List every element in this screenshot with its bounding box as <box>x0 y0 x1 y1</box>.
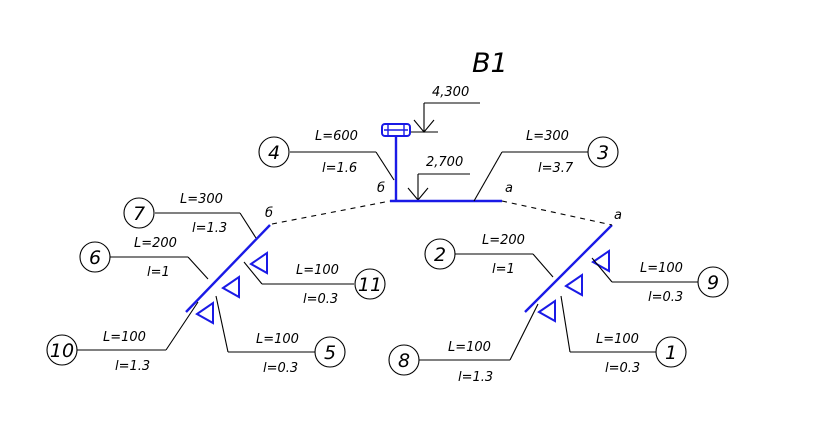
callout-1-L: L=100 <box>596 332 639 347</box>
callout-2-L: L=200 <box>482 233 525 248</box>
dashed-connector-left <box>271 200 391 225</box>
callout-4-l: l=1.6 <box>322 161 357 176</box>
callout-9: 9 L=100 l=0.3 <box>591 257 729 305</box>
callout-8-l: l=1.3 <box>458 370 493 385</box>
callout-1-number: 1 <box>665 342 677 364</box>
callout-5: 5 L=100 l=0.3 <box>215 295 346 376</box>
callout-3: 3 L=300 l=3.7 <box>473 129 619 202</box>
callout-8-L: L=100 <box>448 340 491 355</box>
callout-8: 8 L=100 l=1.3 <box>388 303 539 385</box>
callout-7-l: l=1.3 <box>192 221 227 236</box>
valve-icon <box>537 299 556 323</box>
valve-triangles-right <box>537 249 610 323</box>
callout-2-number: 2 <box>434 244 446 266</box>
valve-icon <box>249 251 268 275</box>
valve-icon <box>221 275 240 299</box>
callout-8-number: 8 <box>398 350 410 372</box>
callout-7: 7 L=300 l=1.3 <box>123 192 257 239</box>
callout-2: 2 L=200 l=1 <box>424 233 554 278</box>
branch-letter-a-upper: а <box>505 181 513 196</box>
branch-letter-b-upper: б <box>377 181 385 196</box>
callout-4-number: 4 <box>268 142 280 164</box>
callout-3-l: l=3.7 <box>538 161 574 176</box>
branch-letter-b-left: б <box>265 206 273 221</box>
callout-1: 1 L=100 l=0.3 <box>560 295 687 376</box>
level-top-label: 4,300 <box>432 85 469 100</box>
callout-5-number: 5 <box>324 342 336 364</box>
level-mark-top: 4,300 <box>410 85 480 133</box>
callout-11-l: l=0.3 <box>303 292 338 307</box>
level-main-label: 2,700 <box>426 155 463 170</box>
valve-icon <box>195 301 214 325</box>
callout-3-L: L=300 <box>526 129 569 144</box>
callout-3-number: 3 <box>597 142 609 164</box>
callout-4: 4 L=600 l=1.6 <box>258 129 395 181</box>
callout-10: 10 L=100 l=1.3 <box>46 301 199 374</box>
callout-7-L: L=300 <box>180 192 223 207</box>
callout-6: 6 L=200 l=1 <box>79 236 209 280</box>
pipe-network <box>185 136 613 313</box>
callout-6-l: l=1 <box>147 265 170 280</box>
callout-11: 11 L=100 l=0.3 <box>243 261 386 307</box>
scheme-title: B1 <box>472 48 508 79</box>
callout-4-L: L=600 <box>315 129 358 144</box>
tank-icon <box>381 123 411 137</box>
dashed-connector-right <box>501 200 613 226</box>
callout-1-l: l=0.3 <box>605 361 640 376</box>
callout-9-number: 9 <box>707 272 719 294</box>
valve-triangles-left <box>195 251 268 325</box>
callout-10-l: l=1.3 <box>115 359 150 374</box>
level-mark-main: 2,700 <box>407 155 470 201</box>
callout-11-number: 11 <box>358 274 382 296</box>
callout-11-L: L=100 <box>296 263 339 278</box>
callout-5-l: l=0.3 <box>263 361 298 376</box>
callout-2-l: l=1 <box>492 262 515 277</box>
callout-9-l: l=0.3 <box>648 290 683 305</box>
branch-letter-a-right: а <box>614 208 622 223</box>
callout-9-L: L=100 <box>640 261 683 276</box>
callout-10-number: 10 <box>50 340 74 362</box>
callout-7-number: 7 <box>133 203 145 225</box>
valve-icon <box>591 249 610 273</box>
valve-icon <box>564 273 583 297</box>
callout-5-L: L=100 <box>256 332 299 347</box>
callout-6-number: 6 <box>89 247 101 269</box>
callout-10-L: L=100 <box>103 330 146 345</box>
callout-6-L: L=200 <box>134 236 177 251</box>
